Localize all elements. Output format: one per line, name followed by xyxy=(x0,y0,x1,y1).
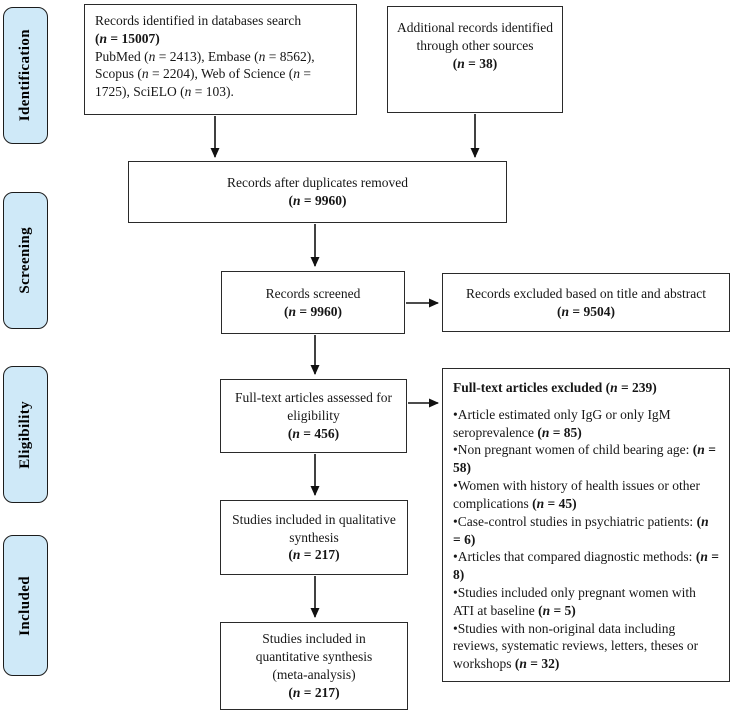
stage-screening: Screening xyxy=(3,192,48,329)
box-text: Records after duplicates removed xyxy=(226,175,409,191)
box-text: Records screened xyxy=(265,285,361,301)
box-text: Studies included in qualitative synthesi… xyxy=(232,511,396,545)
box-quantitative-synthesis: Studies included in quantitative synthes… xyxy=(220,622,408,710)
stage-screening-label: Screening xyxy=(17,227,33,294)
exclusion-reason-list: Article estimated only IgG or only IgM s… xyxy=(453,406,719,673)
box-fulltext-excluded: Full-text articles excluded (n = 239) Ar… xyxy=(442,368,730,682)
box-text: Records excluded based on title and abst… xyxy=(466,285,706,301)
box-text: Records identified in databases search xyxy=(95,13,302,28)
box-count: (n = 217) xyxy=(288,684,340,700)
box-count: (n = 9504) xyxy=(557,303,615,319)
box-count: (n = 38) xyxy=(452,55,498,71)
box-records-identified-databases: Records identified in databases search (… xyxy=(84,4,357,115)
box-records-excluded-title-abstract: Records excluded based on title and abst… xyxy=(442,273,730,332)
list-item: Non pregnant women of child bearing age:… xyxy=(453,441,719,477)
stage-identification-label: Identification xyxy=(17,29,33,122)
list-item: Articles that compared diagnostic method… xyxy=(453,548,719,584)
box-count: (n = 217) xyxy=(288,547,340,563)
stage-included: Included xyxy=(3,535,48,676)
list-item: Women with history of health issues or o… xyxy=(453,477,719,513)
list-item: Studies with non-original data including… xyxy=(453,620,719,673)
box-records-screened: Records screened (n = 9960) xyxy=(221,271,405,334)
box-detail: PubMed (n = 2413), Embase (n = 8562), Sc… xyxy=(95,48,315,100)
box-count: (n = 15007) xyxy=(95,30,160,46)
box-text: Additional records identified through ot… xyxy=(397,20,553,53)
stage-eligibility: Eligibility xyxy=(3,366,48,503)
stage-identification: Identification xyxy=(3,7,48,144)
box-count: (n = 9960) xyxy=(284,303,342,319)
box-text: Studies included in quantitative synthes… xyxy=(255,631,373,665)
list-item: Case-control studies in psychiatric pati… xyxy=(453,513,719,549)
box-fulltext-assessed: Full-text articles assessed for eligibil… xyxy=(220,379,407,453)
box-qualitative-synthesis: Studies included in qualitative synthesi… xyxy=(220,500,408,575)
box-title: Full-text articles excluded (n = 239) xyxy=(453,380,657,395)
list-item: Article estimated only IgG or only IgM s… xyxy=(453,406,719,442)
box-duplicates-removed: Records after duplicates removed (n = 99… xyxy=(128,161,507,223)
stage-eligibility-label: Eligibility xyxy=(17,400,33,469)
box-subtext: (meta-analysis) xyxy=(272,667,356,682)
box-additional-records: Additional records identified through ot… xyxy=(387,6,563,113)
box-count: (n = 9960) xyxy=(288,193,347,208)
box-text: Full-text articles assessed for eligibil… xyxy=(234,390,393,424)
list-item: Studies included only pregnant women wit… xyxy=(453,584,719,620)
stage-included-label: Included xyxy=(17,575,33,636)
box-count: (n = 456) xyxy=(287,425,340,441)
